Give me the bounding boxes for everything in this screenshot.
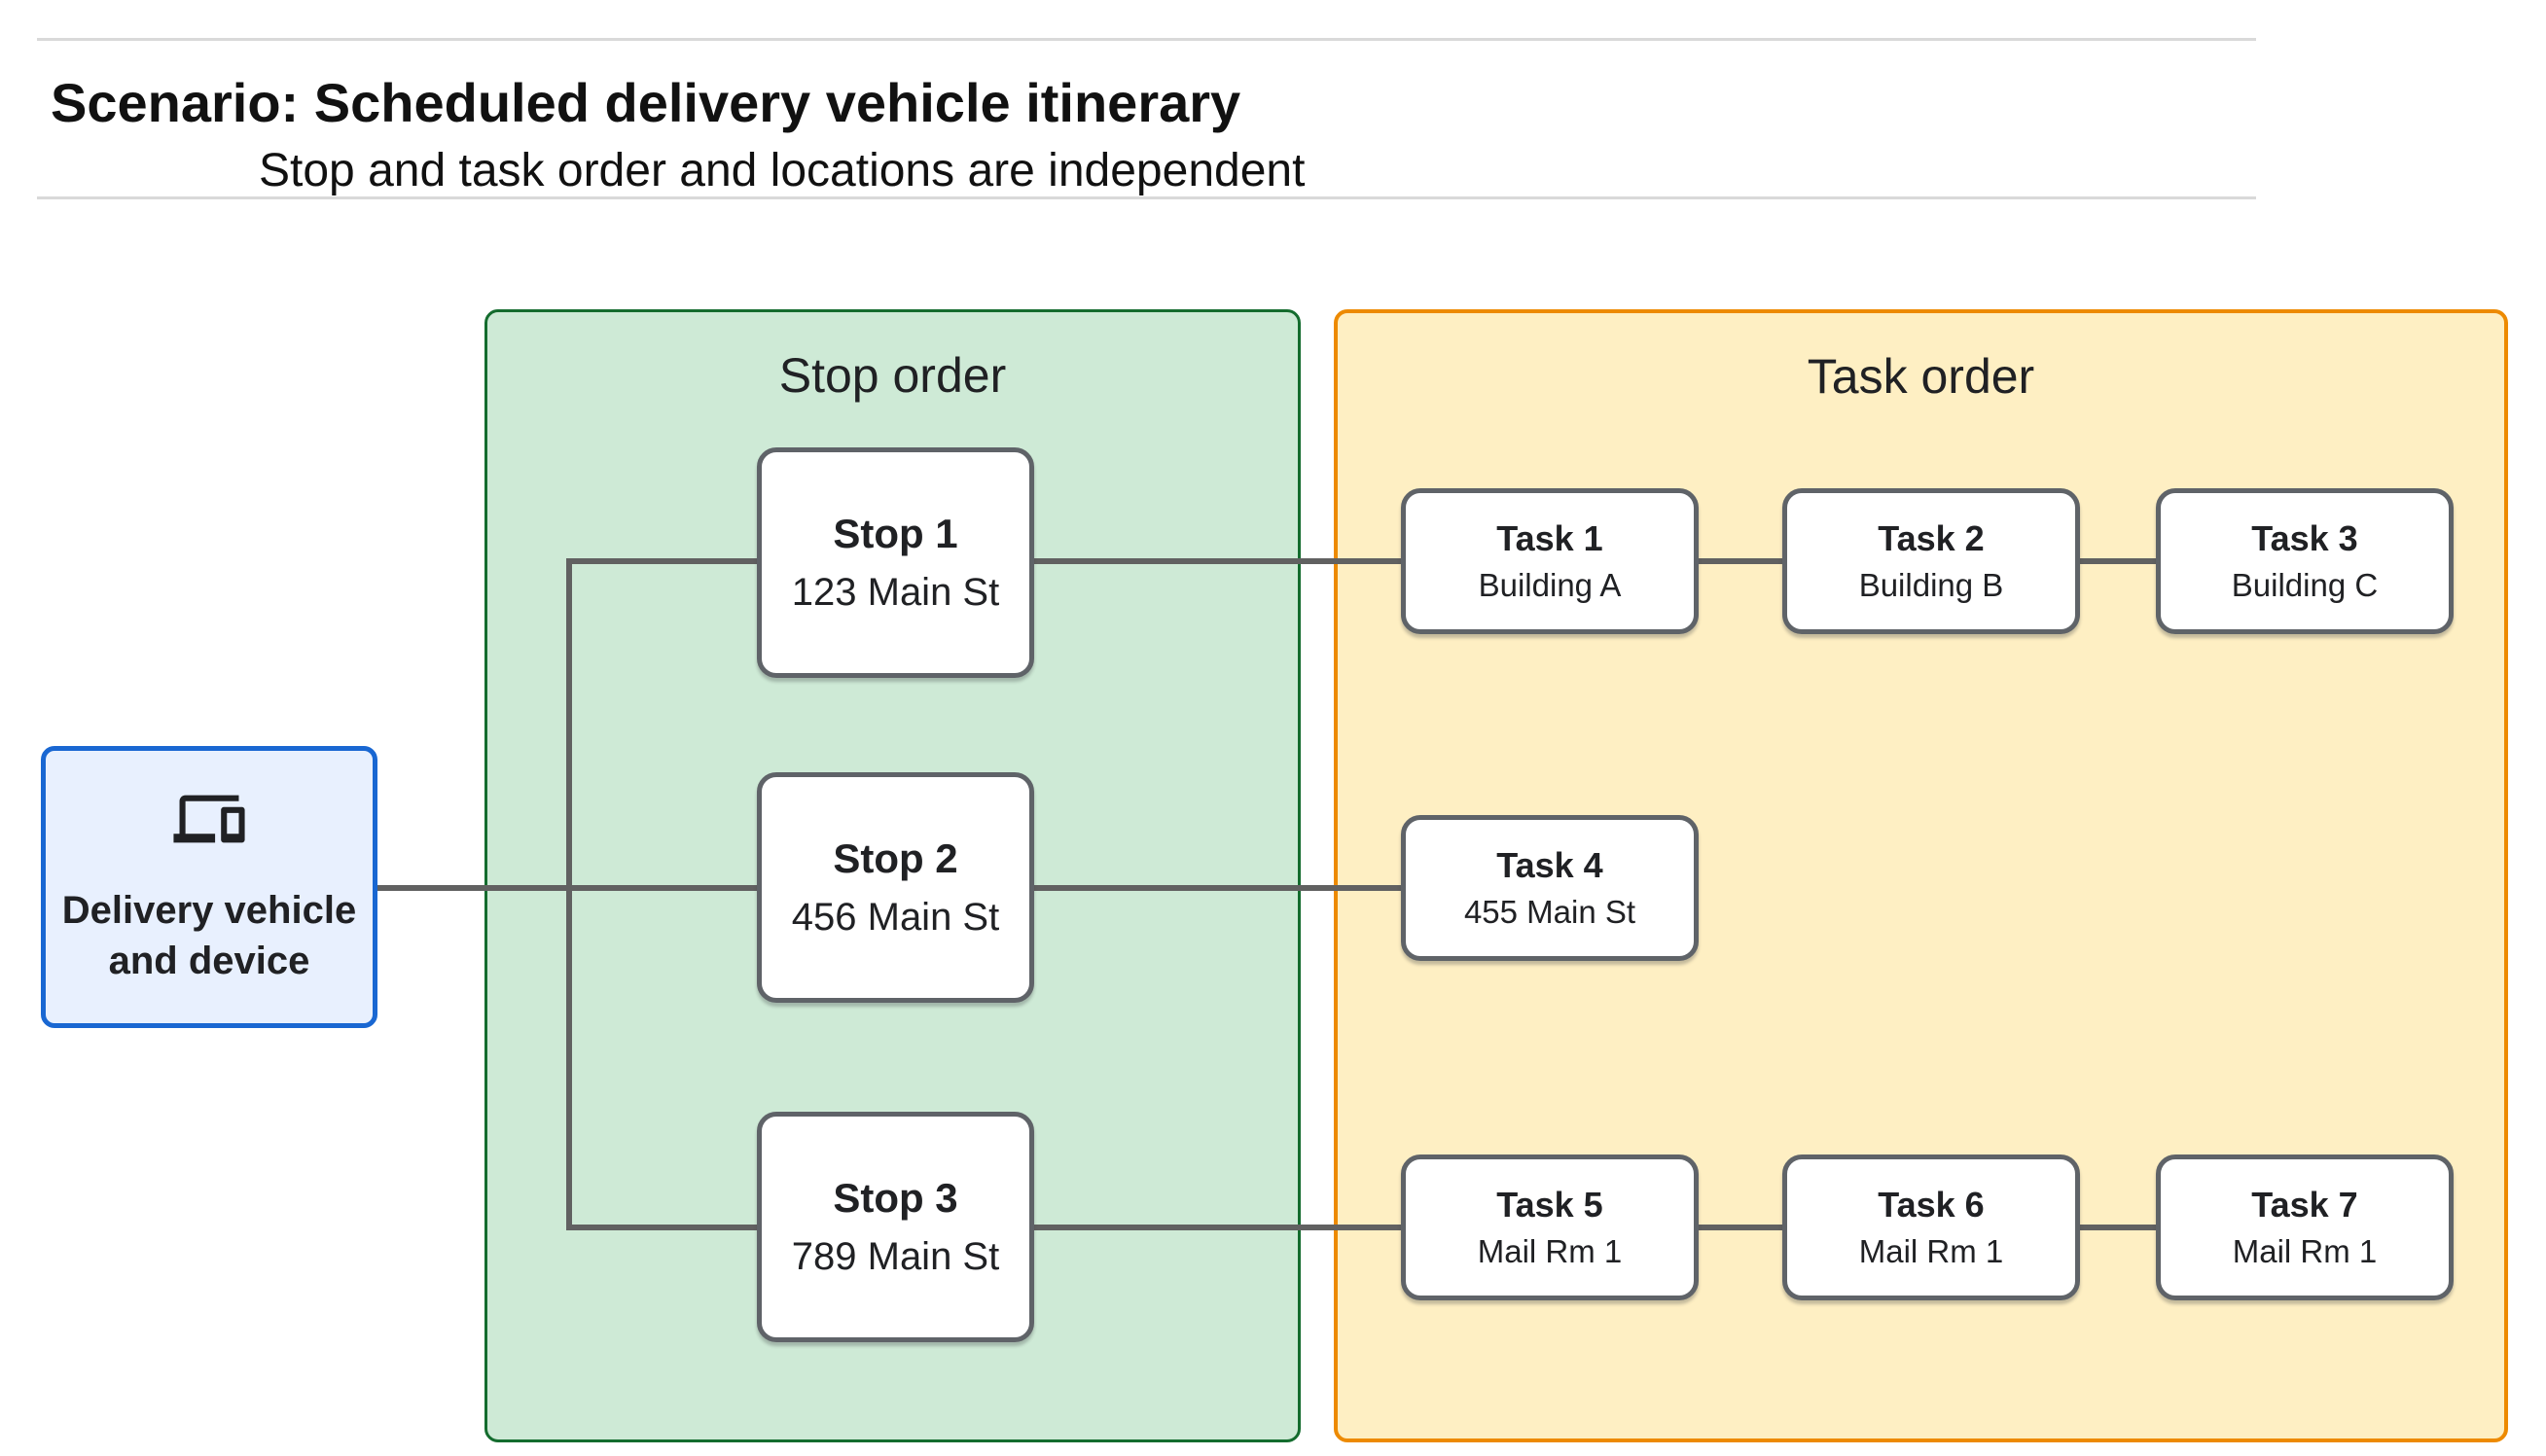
task-title: Task 3 <box>2251 518 2358 559</box>
task-subtitle: Building A <box>1478 567 1622 604</box>
task-title: Task 5 <box>1496 1185 1603 1225</box>
connector-branch-to-stop3 <box>566 1225 759 1230</box>
vehicle-node-label-line2: and device <box>108 940 310 982</box>
connector-task5-to-task6 <box>1696 1225 1785 1230</box>
stop-title: Stop 2 <box>833 835 958 882</box>
header-divider-bottom <box>37 196 2256 199</box>
header-divider-top <box>37 38 2256 41</box>
task-subtitle: Building B <box>1858 567 2004 604</box>
stop-title: Stop 1 <box>833 511 958 557</box>
task-node-7: Task 7 Mail Rm 1 <box>2156 1154 2454 1300</box>
devices-icon <box>171 788 247 850</box>
connector-task2-to-task3 <box>2077 558 2159 564</box>
connector-stop2-to-task4 <box>1031 885 1404 891</box>
vehicle-node: Delivery vehicle and device <box>41 746 377 1028</box>
connector-stop3-to-task5 <box>1031 1225 1404 1230</box>
task-subtitle: Building C <box>2231 567 2379 604</box>
stop-subtitle: 123 Main St <box>791 570 1000 614</box>
stop-node-1: Stop 1 123 Main St <box>757 447 1034 678</box>
task-title: Task 2 <box>1878 518 1985 559</box>
task-subtitle: Mail Rm 1 <box>2232 1233 2378 1270</box>
task-subtitle: 455 Main St <box>1463 894 1636 931</box>
task-node-3: Task 3 Building C <box>2156 488 2454 634</box>
stop-order-panel-title: Stop order <box>778 348 1007 403</box>
stop-title: Stop 3 <box>833 1175 958 1222</box>
connector-branch-vertical <box>566 558 572 1230</box>
task-title: Task 1 <box>1496 518 1603 559</box>
page-subtitle: Stop and task order and locations are in… <box>259 145 1306 196</box>
task-node-6: Task 6 Mail Rm 1 <box>1782 1154 2080 1300</box>
connector-stop1-to-task1 <box>1031 558 1404 564</box>
page-title: Scenario: Scheduled delivery vehicle iti… <box>51 72 1241 133</box>
task-subtitle: Mail Rm 1 <box>1477 1233 1623 1270</box>
stop-node-3: Stop 3 789 Main St <box>757 1112 1034 1342</box>
stop-subtitle: 456 Main St <box>791 895 1000 939</box>
task-node-4: Task 4 455 Main St <box>1401 815 1699 961</box>
task-subtitle: Mail Rm 1 <box>1858 1233 2004 1270</box>
task-node-5: Task 5 Mail Rm 1 <box>1401 1154 1699 1300</box>
connector-task1-to-task2 <box>1696 558 1785 564</box>
stop-subtitle: 789 Main St <box>791 1234 1000 1278</box>
task-title: Task 4 <box>1496 845 1603 886</box>
connector-task6-to-task7 <box>2077 1225 2159 1230</box>
connector-branch-to-stop1 <box>566 558 759 564</box>
task-title: Task 6 <box>1878 1185 1985 1225</box>
task-node-1: Task 1 Building A <box>1401 488 1699 634</box>
task-order-panel-title: Task order <box>1807 349 2035 404</box>
vehicle-node-label-line1: Delivery vehicle <box>61 889 357 932</box>
vehicle-node-label: Delivery vehicle and device <box>62 885 356 986</box>
task-title: Task 7 <box>2251 1185 2358 1225</box>
task-node-2: Task 2 Building B <box>1782 488 2080 634</box>
stop-node-2: Stop 2 456 Main St <box>757 772 1034 1003</box>
